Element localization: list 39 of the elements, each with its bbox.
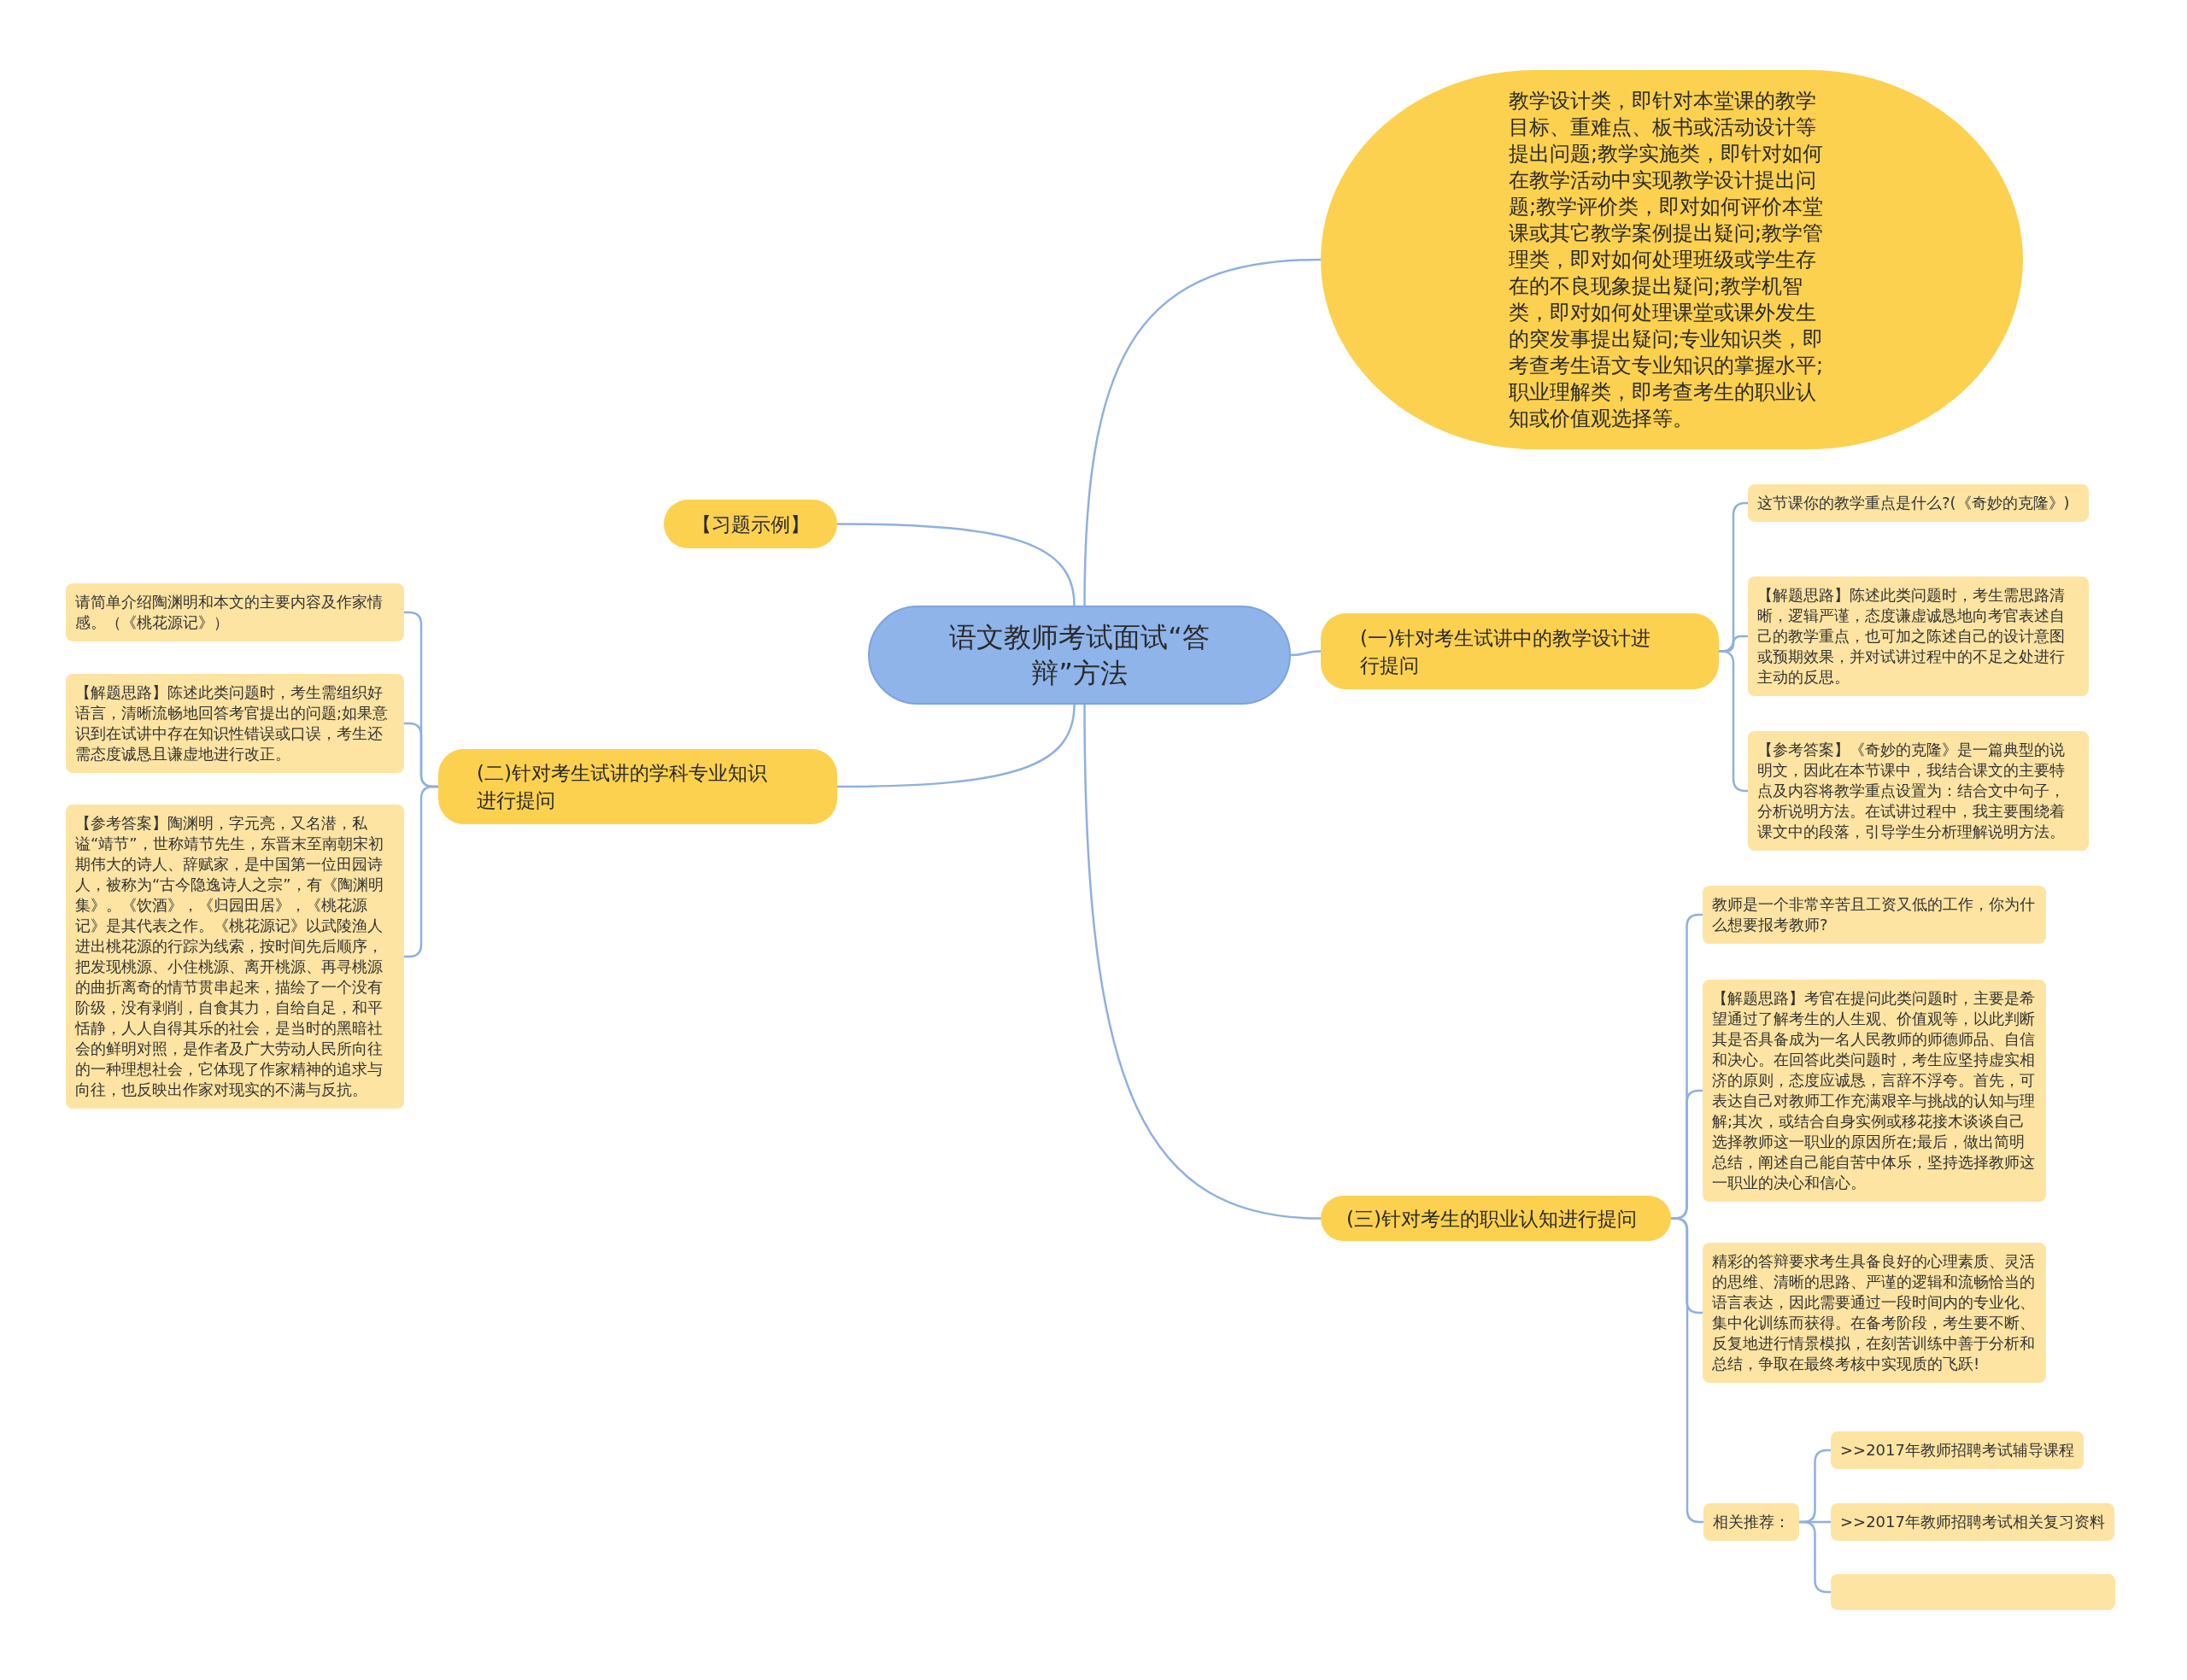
branch-pill [1321, 1196, 1671, 1241]
connector-line [1083, 258, 1322, 606]
note-card [1831, 1431, 2084, 1469]
connector-line [837, 523, 1076, 606]
note-text: 教师是一个非常辛苦且工资又低的工作，你为什么想要报考教师? [1712, 894, 2036, 935]
note-text: 请简单介绍陶渊明和本文的主要内容及作家情感。（《桃花源记》） [75, 592, 384, 633]
note-text: 这节课你的教学重点是什么?(《奇妙的克隆》) [1757, 493, 2070, 513]
note-text: 【参考答案】《奇妙的克隆》是一篇典型的说明文，因此在本节课中，我结合课文的主要特点及内容将教学重点设置为：结合文中句子，分析说明方法。在试讲过程中，我主要围绕着课文中的段落，引导学生分析理解说明方法。 [1757, 740, 2066, 842]
branch-text: 【习题示例】 [691, 512, 810, 537]
ellipse-text: 教学设计类，即针对本堂课的教学目标、重难点、板书或活动设计等提出问题;教学实施类，即针对如何在教学活动中实现教学设计提出问题;教学评价类，即对如何评价本堂课或其它教学案例提出疑问;教学管理类，即对如何处理班级或学生存在的不良现象提出疑问;教学机智类，即对如何处理课堂或课外发生的突发事提出疑问;专业知识类，即考查考生语文专业知识的掌握水平;职业理解类，即考查考生的职业认知或价值观选择等。 [1509, 87, 1825, 432]
branch-text: (一)针对考生试讲中的教学设计进行提问 [1360, 625, 1651, 678]
note-text: 【解题思路】陈述此类问题时，考生需组织好语言，清晰流畅地回答考官提出的问题;如果意识到在试讲中存在知识性错误或口误，考生还需态度诚恳且谦虚地进行改正。 [75, 682, 390, 764]
branch-pill [664, 500, 837, 548]
connector-line [1290, 650, 1322, 657]
topic-text: 语文教师考试面试“答辩”方法 [948, 620, 1211, 691]
note-card [1703, 886, 2046, 944]
branch-pill [1321, 613, 1719, 689]
note-text: >>2017年教师招聘考试相关复习资料 [1840, 1512, 2105, 1532]
note-card [66, 674, 404, 773]
note-card [1748, 484, 2089, 522]
note-text: 【解题思路】陈述此类问题时，考生需思路清晰，逻辑严谨，态度谦虚诚恳地向考官表述自己的教学重点，也可加之陈述自己的设计意图或预期效果，并对试讲过程中的不足之处进行主动的反思。 [1757, 585, 2066, 688]
note-card [1703, 1503, 1799, 1541]
connector-line [837, 704, 1076, 788]
note-card [1831, 1503, 2114, 1541]
note-text: 相关推荐： [1713, 1512, 1790, 1532]
note-text: 【参考答案】陶渊明，字元亮，又名潜，私谥“靖节”，世称靖节先生，东晋末至南朝宋初期伟大的诗人、辞赋家，是中国第一位田园诗人，被称为“古今隐逸诗人之宗”，有《陶渊明集》。《饮酒》，《归园田居》，《桃花源记》是其代表之作。《桃花源记》以武陵渔人进出桃花源的行踪为线索，按时间先后顺序，把发现桃源、小住桃源、离开桃源、再寻桃源的曲折离奇的情节贯串起来，描绘了一个没有阶级，没有剥削，自食其力，自给自足，和平恬静，人人自得其乐的社会，是当时的黑暗社会的鲜明对照，是作者及广大劳动人民所向往的一种理想社会，它体现了作家精神的追求与向往，也反映出作家对现实的不满与反抗。 [75, 813, 384, 1100]
connector-line [1083, 705, 1322, 1220]
note-card [1831, 1574, 2115, 1610]
branch-text: (三)针对考生的职业认知进行提问 [1346, 1206, 1638, 1232]
branch-text: (二)针对考生试讲的学科专业知识进行提问 [477, 761, 768, 813]
note-card [66, 583, 404, 641]
note-text: >>2017年教师招聘考试辅导课程 [1840, 1440, 2074, 1460]
branch-pill [438, 749, 837, 824]
note-text: 精彩的答辩要求考生具备良好的心理素质、灵活的思维、清晰的思路、严谨的逻辑和流畅恰当的语言表达，因此需要通过一段时间内的专业化、集中化训练而获得。在备考阶段，考生要不断、反复地进行情景模拟，在刻苦训练中善于分析和总结，争取在最终考核中实现质的飞跃! [1712, 1251, 2036, 1374]
note-text: 【解题思路】考官在提问此类问题时，主要是希望通过了解考生的人生观、价值观等，以此判断其是否具备成为一名人民教师的师德师品、自信和决心。在回答此类问题时，考生应坚持虚实相济的原则，态度应诚恳，言辞不浮夸。首先，可表达自己对教师工作充满艰辛与挑战的认知与理解;其次，或结合自身实例或移花接木谈谈自己选择教师这一职业的原因所在;最后，做出简明总结，阐述自己能自苦中体乐，坚持选择教师这一职业的决心和信心。 [1712, 988, 2036, 1193]
note-card [1748, 731, 2089, 851]
connector-line [1719, 650, 1748, 793]
note-card [1703, 1243, 2046, 1383]
note-card [1748, 577, 2089, 696]
